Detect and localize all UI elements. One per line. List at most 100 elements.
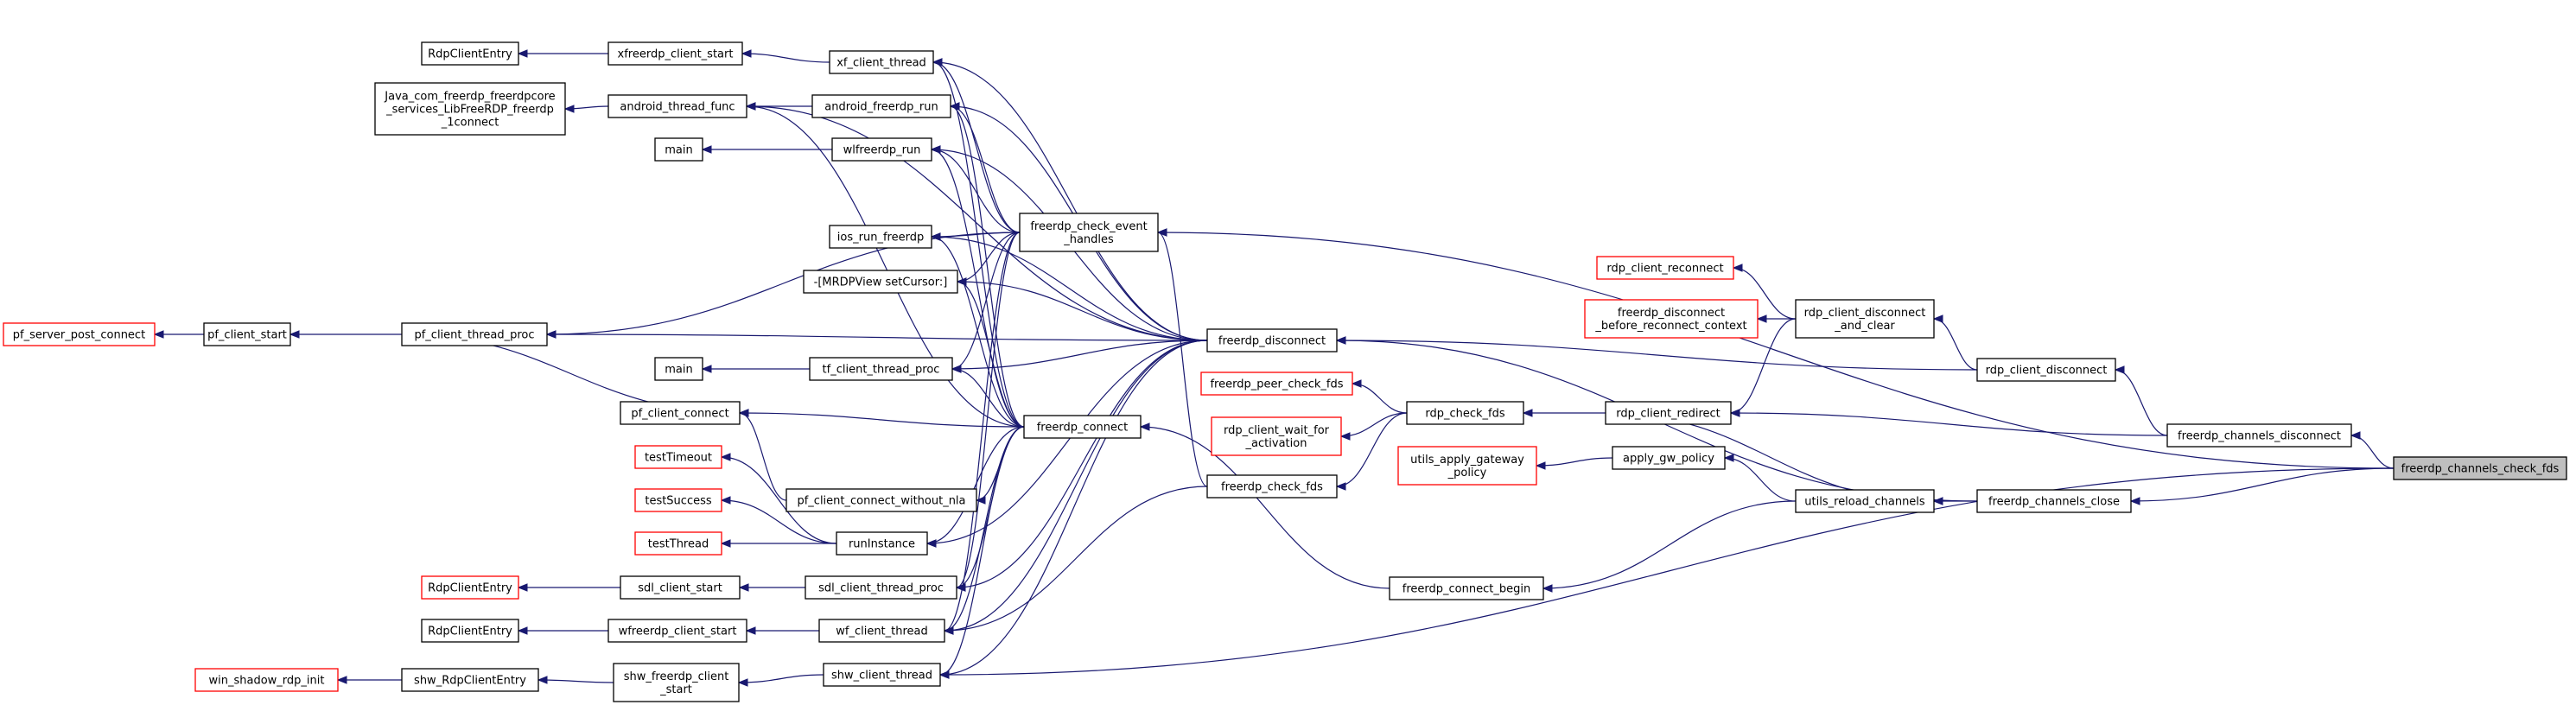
node-xfreerdp-client-start[interactable]: xfreerdp_client_start	[607, 41, 743, 66]
edge-arrowhead	[737, 678, 748, 687]
node-utils-apply-gateway-policy[interactable]: utils_apply_gateway_policy	[1397, 446, 1537, 486]
edge-shwct-to-fcf	[939, 467, 2395, 676]
edge-arrowhead	[1535, 461, 1546, 470]
node-freerdp-peer-check-fds[interactable]: freerdp_peer_check_fds	[1200, 372, 1353, 396]
node-label: freerdp_check_fds	[1221, 481, 1323, 494]
node-box	[613, 663, 740, 702]
node-label: shw_client_thread	[831, 670, 932, 683]
node-main[interactable]: main	[654, 357, 703, 381]
edge-arrowhead	[925, 539, 937, 548]
node-label: freerdp_disconnect	[1218, 335, 1326, 348]
node-rdp-client-wait-for-activation[interactable]: rdp_client_wait_for_activation	[1211, 416, 1342, 456]
edge-xct-to-fconn	[932, 61, 1025, 428]
edge-arrowhead	[932, 58, 943, 67]
node-shw-rdpcliententry[interactable]: shw_RdpClientEntry	[401, 668, 539, 692]
node-freerdp-connect-begin[interactable]: freerdp_connect_begin	[1389, 576, 1544, 600]
node-rdp-check-fds[interactable]: rdp_check_fds	[1406, 401, 1524, 425]
node-box	[194, 668, 339, 692]
node-shw-client-thread[interactable]: shw_client_thread	[823, 663, 941, 687]
node-freerdp-check-fds[interactable]: freerdp_check_fds	[1206, 474, 1338, 499]
edge-fpcf-to-rchk	[1352, 383, 1408, 414]
edge-arrowhead	[1732, 264, 1743, 272]
node-rdp-client-disconnect-and-clear[interactable]: rdp_client_disconnect_and_clear	[1795, 299, 1935, 339]
edge-rcwfa-to-rchk	[1340, 412, 1408, 437]
edge-pcc-to-fconn	[739, 412, 1025, 428]
node-xf-client-thread[interactable]: xf_client_thread	[829, 50, 934, 74]
node-testsuccess[interactable]: testSuccess	[634, 488, 722, 512]
node-rdp-client-reconnect[interactable]: rdp_client_reconnect	[1596, 256, 1734, 280]
node-label: tf_client_thread_proc	[823, 364, 940, 377]
node-label: wf_client_thread	[836, 626, 928, 638]
node-box	[836, 531, 928, 556]
node-label: android_freerdp_run	[824, 101, 938, 114]
node-label: freerdp_disconnect	[1618, 307, 1725, 320]
edge-atf-to-fdisc	[746, 105, 1208, 341]
edge-arrowhead	[2350, 431, 2361, 440]
node-label: xfreerdp_client_start	[618, 48, 734, 61]
node-utils-reload-channels[interactable]: utils_reload_channels	[1795, 489, 1935, 513]
node-box	[829, 50, 934, 74]
edge-fconn-to-fcb	[1140, 426, 1390, 589]
node-mrdpview-setcursor[interactable]: -[MRDPView setCursor:]	[803, 270, 958, 294]
edge-atf-to-fconn	[746, 105, 1025, 428]
node-box	[805, 575, 957, 600]
node-testtimeout[interactable]: testTimeout	[634, 445, 722, 469]
node-android-freerdp-run[interactable]: android_freerdp_run	[811, 94, 951, 118]
edge-shwct-to-fdisc	[939, 340, 1208, 676]
node-label: _activation	[1245, 437, 1307, 450]
node-label: freerdp_channels_close	[1988, 496, 2120, 509]
node-shw-freerdp-client-start[interactable]: shw_freerdp_client_start	[613, 663, 740, 702]
node-tf-client-thread-proc[interactable]: tf_client_thread_proc	[809, 357, 953, 381]
node-rdp-client-disconnect[interactable]: rdp_client_disconnect	[1976, 358, 2116, 382]
node-freerdp-connect[interactable]: freerdp_connect	[1023, 415, 1142, 439]
node-sdl-client-start[interactable]: sdl_client_start	[620, 575, 741, 600]
node-label: utils_reload_channels	[1804, 496, 1925, 509]
node-pf-server-post-connect[interactable]: pf_server_post_connect	[3, 322, 156, 346]
edge-arrowhead	[975, 496, 986, 505]
node-win-shadow-rdp-init[interactable]: win_shadow_rdp_init	[194, 668, 339, 692]
node-label: rdp_client_disconnect	[1986, 365, 2108, 378]
node-rdpcliententry[interactable]: RdpClientEntry	[421, 41, 519, 66]
node-label: freerdp_channels_disconnect	[2178, 430, 2341, 443]
node-label: _1connect	[441, 117, 499, 130]
node-freerdp-channels-close[interactable]: freerdp_channels_close	[1976, 489, 2132, 513]
edge-arrowhead	[1932, 497, 1943, 505]
node-box	[1795, 299, 1935, 339]
node-java-com-freerdp-freerdpcore-services-libfreerdp-freerdp-1connect[interactable]: Java_com_freerdp_freerdpcore_services_Li…	[374, 82, 566, 136]
node-rdpcliententry[interactable]: RdpClientEntry	[421, 575, 519, 600]
nodes-layer: freerdp_channels_check_fds freerdp_channe…	[3, 41, 2567, 702]
edge-fdisc-to-rcd	[1336, 340, 1978, 371]
node-sdl-client-thread-proc[interactable]: sdl_client_thread_proc	[805, 575, 957, 600]
node-rdp-client-redirect[interactable]: rdp_client_redirect	[1605, 401, 1732, 425]
node-pf-client-start[interactable]: pf_client_start	[203, 322, 291, 346]
node-android-thread-func[interactable]: android_thread_func	[607, 94, 747, 118]
node-wlfreerdp-run[interactable]: wlfreerdp_run	[831, 137, 932, 162]
node-box	[1389, 576, 1544, 600]
node-apply-gw-policy[interactable]: apply_gw_policy	[1612, 446, 1726, 470]
node-box	[654, 357, 703, 381]
node-main[interactable]: main	[654, 137, 703, 162]
node-box	[421, 575, 519, 600]
node-ios-run-freerdp[interactable]: ios_run_freerdp	[829, 225, 932, 249]
node-box	[654, 137, 703, 162]
node-wf-client-thread[interactable]: wf_client_thread	[818, 619, 945, 643]
node-freerdp-check-event-handles[interactable]: freerdp_check_event_handles	[1019, 213, 1159, 252]
node-freerdp-channels-check-fds[interactable]: freerdp_channels_check_fds	[2393, 456, 2567, 480]
node-label: sdl_client_start	[638, 582, 722, 595]
node-label: sdl_client_thread_proc	[818, 582, 944, 595]
node-runinstance[interactable]: runInstance	[836, 531, 928, 556]
node-box	[811, 94, 951, 118]
node-wfreerdp-client-start[interactable]: wfreerdp_client_start	[607, 619, 747, 643]
node-freerdp-disconnect[interactable]: freerdp_disconnect	[1206, 328, 1338, 352]
node-freerdp-disconnect-before-reconnect-context[interactable]: freerdp_disconnect_before_reconnect_cont…	[1584, 299, 1759, 339]
node-rdpcliententry[interactable]: RdpClientEntry	[421, 619, 519, 643]
node-freerdp-channels-disconnect[interactable]: freerdp_channels_disconnect	[2166, 423, 2352, 448]
node-testthread[interactable]: testThread	[634, 531, 722, 556]
node-box	[401, 668, 539, 692]
node-pf-client-connect-without-nla[interactable]: pf_client_connect_without_nla	[786, 488, 977, 512]
node-label: rdp_client_reconnect	[1606, 263, 1723, 276]
node-pf-client-connect[interactable]: pf_client_connect	[620, 401, 741, 425]
node-pf-client-thread-proc[interactable]: pf_client_thread_proc	[401, 322, 548, 346]
node-box	[421, 619, 519, 643]
